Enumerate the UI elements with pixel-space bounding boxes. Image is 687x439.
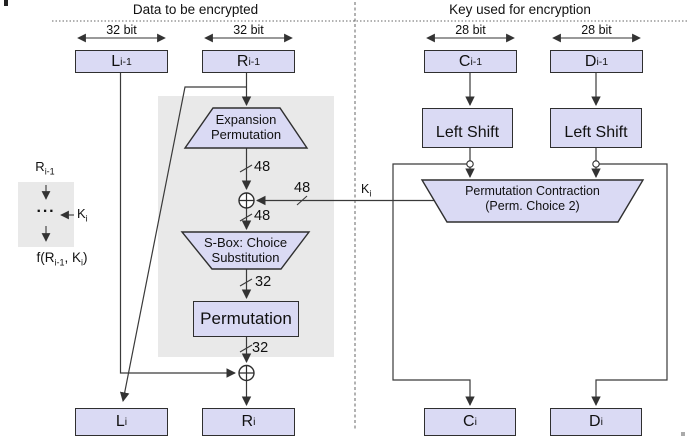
register-d-prev-label: D [584, 52, 597, 70]
register-l-cur-label: L [115, 413, 125, 430]
register-d-cur-sub: i [600, 416, 603, 428]
section-title-key: Key used for encryption [449, 2, 591, 17]
buswidth-48-key: 48 [294, 180, 311, 196]
register-r-prev-sub: i-1 [248, 55, 261, 68]
legend-key-label: Ki [77, 206, 88, 224]
legend-arrows [41, 185, 74, 242]
permutation-contraction-block [420, 179, 645, 223]
bit-label-d: 28 bit [581, 23, 612, 37]
register-c-cur-label: C [463, 413, 475, 430]
perm-contraction-label: Permutation Contraction (Perm. Choice 2) [422, 184, 643, 214]
expansion-permutation-label: Expansion Permutation [185, 112, 307, 142]
slash-32-perm [239, 344, 253, 353]
left-shift-d-block: Left Shift [550, 108, 642, 148]
register-c-prev-label: C [458, 52, 471, 70]
slash-48-key [296, 195, 308, 206]
wire-loop-to-ccur [392, 163, 475, 406]
sbox-line2: Substitution [211, 250, 280, 265]
buswidth-48-xor: 48 [254, 208, 271, 224]
register-r-cur-sub: i [253, 416, 256, 428]
legend-input-base: R [35, 159, 45, 174]
register-d-cur-label: D [589, 413, 601, 430]
legend-output-s2: i [81, 257, 84, 268]
sbox-line1: S-Box: Choice [203, 235, 288, 250]
screen-artifact-bottomright [681, 432, 685, 436]
register-l-cur-sub: i [124, 416, 128, 428]
slash-48-expansion [239, 164, 253, 173]
legend-output-p2: , K [64, 250, 82, 265]
wire-rprev-to-lcur [119, 86, 247, 402]
legend-function-dots: ··· [36, 203, 56, 220]
screen-artifact-topleft [4, 0, 8, 6]
buswidth-32-perm: 32 [252, 340, 269, 356]
data-wires [119, 73, 668, 406]
slash-48-xor [239, 213, 253, 222]
expansion-line1: Expansion [215, 112, 277, 127]
legend-input-label: Ri-1 [16, 159, 74, 177]
xor-nodes [238, 192, 255, 382]
register-r-prev-label: R [236, 52, 249, 70]
register-d-prev-sub: i-1 [596, 55, 609, 68]
buswidth-48-expansion: 48 [254, 159, 271, 175]
legend-input-sub: i-1 [44, 166, 55, 177]
left-shift-d-label: Left Shift [564, 124, 628, 141]
legend-key-sub: i [85, 213, 88, 224]
legend-output-p3: ) [83, 250, 88, 265]
wire-lprev-to-xor2 [119, 73, 236, 378]
round-key-base: K [361, 182, 370, 196]
perm-contraction-line1: Permutation Contraction [465, 184, 600, 198]
register-r-cur-label: R [241, 413, 254, 430]
legend-output-p1: f(R [36, 250, 55, 265]
xor1-plus-icon [239, 193, 254, 208]
sbox-label: S-Box: Choice Substitution [182, 235, 309, 265]
sbox-block [180, 231, 311, 270]
register-c-prev-sub: i-1 [470, 55, 483, 68]
legend-key-base: K [77, 206, 86, 221]
register-c-cur-sub: i [474, 416, 477, 428]
legend-output-s1: i-1 [54, 257, 65, 268]
buswidth-32-sbox: 32 [255, 274, 272, 290]
round-key-label: Ki [361, 182, 371, 199]
expansion-line2: Permutation [210, 127, 282, 142]
left-shift-c-label: Left Shift [435, 124, 500, 141]
bit-label-c: 28 bit [455, 23, 486, 37]
round-key-sub: i [369, 188, 372, 199]
bit-label-l: 32 bit [106, 23, 137, 37]
legend-output-label: f(Ri-1, Ki) [14, 250, 110, 268]
permutation-label: Permutation [200, 309, 292, 328]
register-l-prev-sub: i-1 [120, 55, 132, 68]
section-title-data: Data to be encrypted [132, 2, 259, 17]
left-shift-c-block: Left Shift [422, 108, 513, 148]
register-l-prev-label: L [111, 52, 121, 70]
slash-32-sbox [239, 278, 253, 287]
perm-contraction-line2: (Perm. Choice 2) [485, 199, 580, 213]
xor2-plus-icon [239, 366, 254, 380]
branch-dot-c [466, 160, 474, 168]
expansion-permutation-block [183, 107, 309, 149]
branch-dot-d [592, 160, 600, 168]
permutation-block: Permutation [193, 301, 299, 337]
wire-loop-to-dcur [591, 163, 668, 406]
bus-slashes [239, 164, 308, 353]
bit-label-r: 32 bit [233, 23, 264, 37]
